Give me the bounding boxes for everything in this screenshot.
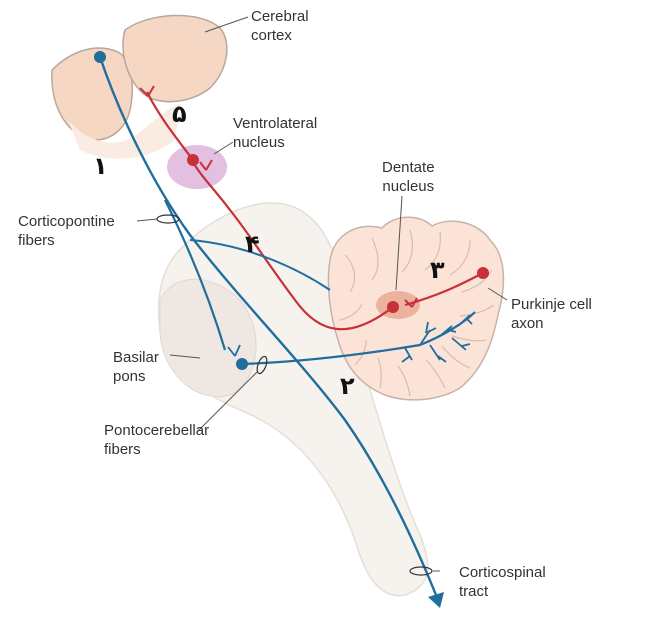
step-number-2: ٢ [340,372,355,400]
step-number-3: ٣ [430,256,445,284]
step-number-4: ۴ [245,230,260,258]
red-synapse-cortex [139,85,155,97]
blue-pathway-branch [189,239,331,291]
label-cerebral-cortex: Cerebral cortex [251,8,309,44]
label-ventrolateral-nucleus: Ventrolateral nucleus [233,115,318,151]
corticospinal-marker [409,566,433,576]
blue-neuron-pons [236,358,248,370]
blue-pathway-corticopontine [164,199,227,351]
corticospinal-arrowhead [428,592,444,608]
red-neuron-thalamus [187,154,199,166]
label-basilar-pons: Basilar pons [113,349,159,385]
label-corticopontine-fibers: Corticopontine fibers [18,213,115,249]
blue-pathway-corticospinal [98,56,440,601]
step-number-5: ۵ [172,100,187,128]
label-pontocerebellar-fibers: Pontocerebellar fibers [104,422,210,458]
red-neuron-dentate [387,301,399,313]
red-neuron-purkinje [477,267,489,279]
cortex-gyrus-left [51,47,133,141]
step-number-1: ١ [93,152,108,180]
blue-synapse-branches [227,314,473,363]
cortex-gyrus-right [122,14,228,103]
red-pathway-thalamocortical [146,91,194,161]
pontocerebellar-marker [256,355,268,375]
cerebellar-folia [339,229,495,397]
red-pathway-dentatothalamic [192,161,394,331]
leader-lines [136,16,508,572]
label-corticospinal-tract: Corticospinal tract [459,564,546,600]
blue-neuron-cortex [94,51,106,63]
label-dentate-nucleus: Dentate nucleus [382,159,435,195]
label-purkinje-cell-axon: Purkinje cell axon [511,296,592,332]
cortex-white-matter [68,104,180,159]
corticopontine-marker [156,214,180,224]
red-synapse-dentate [404,297,418,308]
red-synapse-thalamus [199,159,213,171]
